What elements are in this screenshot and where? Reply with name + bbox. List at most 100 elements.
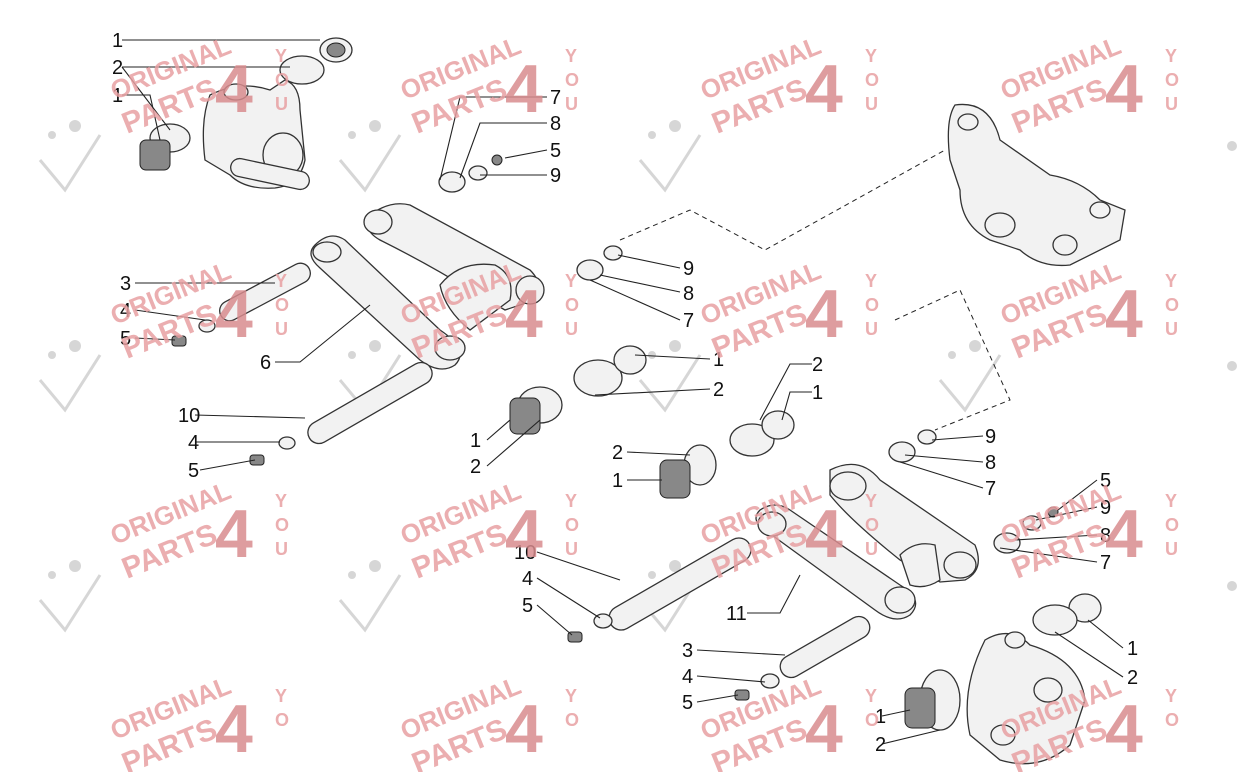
svg-text:4: 4 — [215, 691, 253, 767]
alignment-lines — [619, 149, 1011, 431]
callout-label: 1 — [713, 349, 724, 371]
callout-label: 2 — [812, 354, 823, 376]
checkmark-icon — [38, 560, 102, 633]
callout-label: 3 — [120, 273, 131, 295]
svg-text:U: U — [565, 539, 578, 559]
svg-text:Y: Y — [275, 686, 287, 706]
svg-text:O: O — [1165, 295, 1179, 315]
bearing-middle — [509, 345, 795, 499]
upper-control-arm — [310, 203, 545, 370]
wheel-hub-housing — [947, 103, 1126, 267]
svg-text:Y: Y — [1165, 491, 1177, 511]
callout-label: 5 — [522, 595, 533, 617]
watermark-logo: ORIGINAL PARTS 4 Y O U — [106, 475, 289, 585]
svg-text:U: U — [565, 94, 578, 114]
checkmark-icon — [38, 120, 102, 193]
svg-text:Y: Y — [565, 491, 577, 511]
watermark-logo: ORIGINAL PARTS 4 Y O U — [696, 30, 879, 140]
svg-text:Y: Y — [1165, 271, 1177, 291]
watermark-logo: ORIGINAL PARTS 4 Y O U — [396, 255, 579, 365]
svg-text:O: O — [865, 70, 879, 90]
svg-text:O: O — [565, 710, 579, 730]
svg-text:O: O — [1165, 515, 1179, 535]
svg-text:O: O — [1165, 70, 1179, 90]
svg-text:Y: Y — [275, 46, 287, 66]
svg-text:U: U — [1165, 319, 1178, 339]
svg-text:4: 4 — [1105, 51, 1143, 127]
callout-label: 5 — [550, 140, 561, 162]
callout-label: 2 — [612, 442, 623, 464]
svg-text:4: 4 — [505, 276, 543, 352]
callout-label: 8 — [550, 113, 561, 135]
watermark-logo: ORIGINAL PARTS 4 Y O U — [696, 255, 879, 365]
callout-label: 5 — [682, 692, 693, 714]
svg-text:O: O — [1165, 710, 1179, 730]
callout-label: 10 — [514, 542, 536, 564]
svg-text:Y: Y — [865, 271, 877, 291]
svg-text:U: U — [275, 94, 288, 114]
callout-label: 5 — [188, 460, 199, 482]
svg-text:O: O — [275, 295, 289, 315]
callout-label: 5 — [120, 328, 131, 350]
svg-text:O: O — [565, 295, 579, 315]
callout-label: 1 — [1127, 638, 1138, 660]
checkmark-icon — [38, 340, 102, 413]
svg-text:4: 4 — [805, 691, 843, 767]
parts-drawing — [139, 37, 1126, 765]
callout-label: 4 — [522, 568, 533, 590]
callout-label: 10 — [178, 405, 200, 427]
shaft-upper — [171, 262, 433, 466]
lower-control-arm — [755, 463, 979, 620]
checkmark-icon — [338, 120, 402, 193]
svg-text:4: 4 — [505, 51, 543, 127]
callout-label: 2 — [470, 456, 481, 478]
callout-label: 2 — [713, 379, 724, 401]
callout-label: 1 — [112, 85, 123, 107]
svg-text:U: U — [275, 319, 288, 339]
callout-label: 8 — [985, 452, 996, 474]
callout-label: 6 — [260, 352, 271, 374]
callout-label: 7 — [683, 310, 694, 332]
callout-labels: 1 2 1 7 8 5 9 9 8 7 3 4 5 6 1 2 10 4 5 1… — [112, 30, 1138, 756]
checkmark-watermarks — [38, 120, 1237, 633]
checkmark-icon — [638, 340, 702, 413]
callout-label: 7 — [985, 478, 996, 500]
callout-label: 1 — [112, 30, 123, 52]
callout-label: 1 — [470, 430, 481, 452]
callout-label: 9 — [683, 258, 694, 280]
svg-text:Y: Y — [1165, 46, 1177, 66]
svg-text:O: O — [565, 515, 579, 535]
callout-label: 2 — [1127, 667, 1138, 689]
svg-text:Y: Y — [275, 491, 287, 511]
checkmark-icon — [638, 120, 702, 193]
svg-text:4: 4 — [215, 276, 253, 352]
callout-label: 4 — [682, 666, 693, 688]
callout-label: 8 — [683, 283, 694, 305]
callout-label: 2 — [875, 734, 886, 756]
svg-text:U: U — [565, 319, 578, 339]
watermark-logo: ORIGINAL PARTS 4 Y O U — [996, 255, 1179, 365]
svg-text:4: 4 — [805, 496, 843, 572]
steering-knuckle-bottom — [904, 593, 1102, 765]
bearing-top-2 — [139, 123, 191, 171]
checkmark-icon — [938, 340, 1002, 413]
callout-label: 1 — [612, 470, 623, 492]
checkmark-icon — [338, 560, 402, 633]
watermark-logo: ORIGINAL PARTS 4 Y O — [106, 670, 289, 772]
bearing-top-1 — [279, 37, 353, 85]
callout-label: 4 — [120, 300, 131, 322]
watermark-logo: ORIGINAL PARTS 4 Y O — [396, 670, 579, 772]
callout-label: 2 — [112, 57, 123, 79]
callout-label: 4 — [188, 432, 199, 454]
svg-text:4: 4 — [505, 691, 543, 767]
svg-text:4: 4 — [505, 496, 543, 572]
svg-text:Y: Y — [865, 686, 877, 706]
watermark-logo: ORIGINAL PARTS 4 Y O U — [996, 30, 1179, 140]
svg-text:U: U — [275, 539, 288, 559]
watermark-logo: ORIGINAL PARTS 4 Y O U — [996, 475, 1179, 585]
svg-text:Y: Y — [565, 46, 577, 66]
svg-text:O: O — [275, 515, 289, 535]
callout-label: 1 — [812, 382, 823, 404]
svg-text:4: 4 — [805, 51, 843, 127]
